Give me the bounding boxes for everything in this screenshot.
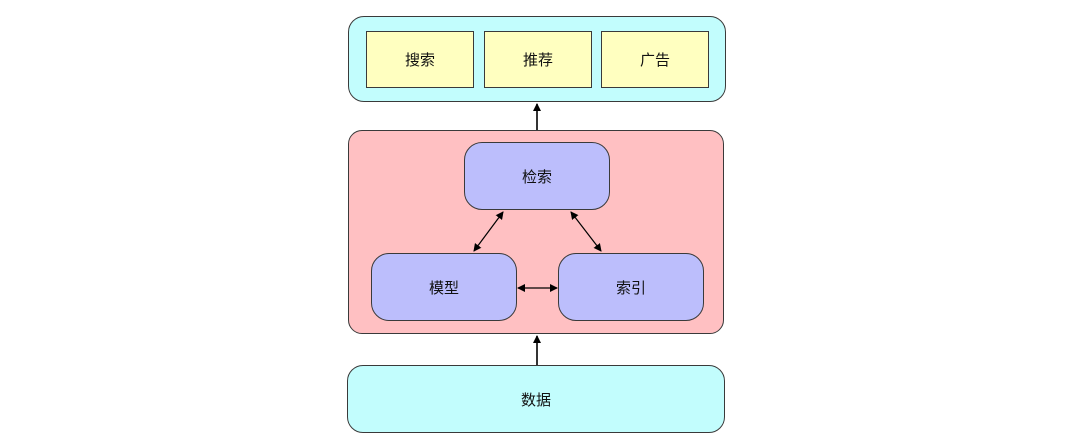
search-node: 搜索 — [366, 31, 474, 88]
recommendation-node: 推荐 — [484, 31, 592, 88]
data-node: 数据 — [347, 365, 725, 433]
retrieval-node: 检索 — [464, 142, 610, 210]
index-node: 索引 — [558, 253, 704, 321]
model-node: 模型 — [371, 253, 517, 321]
advertising-node: 广告 — [601, 31, 709, 88]
